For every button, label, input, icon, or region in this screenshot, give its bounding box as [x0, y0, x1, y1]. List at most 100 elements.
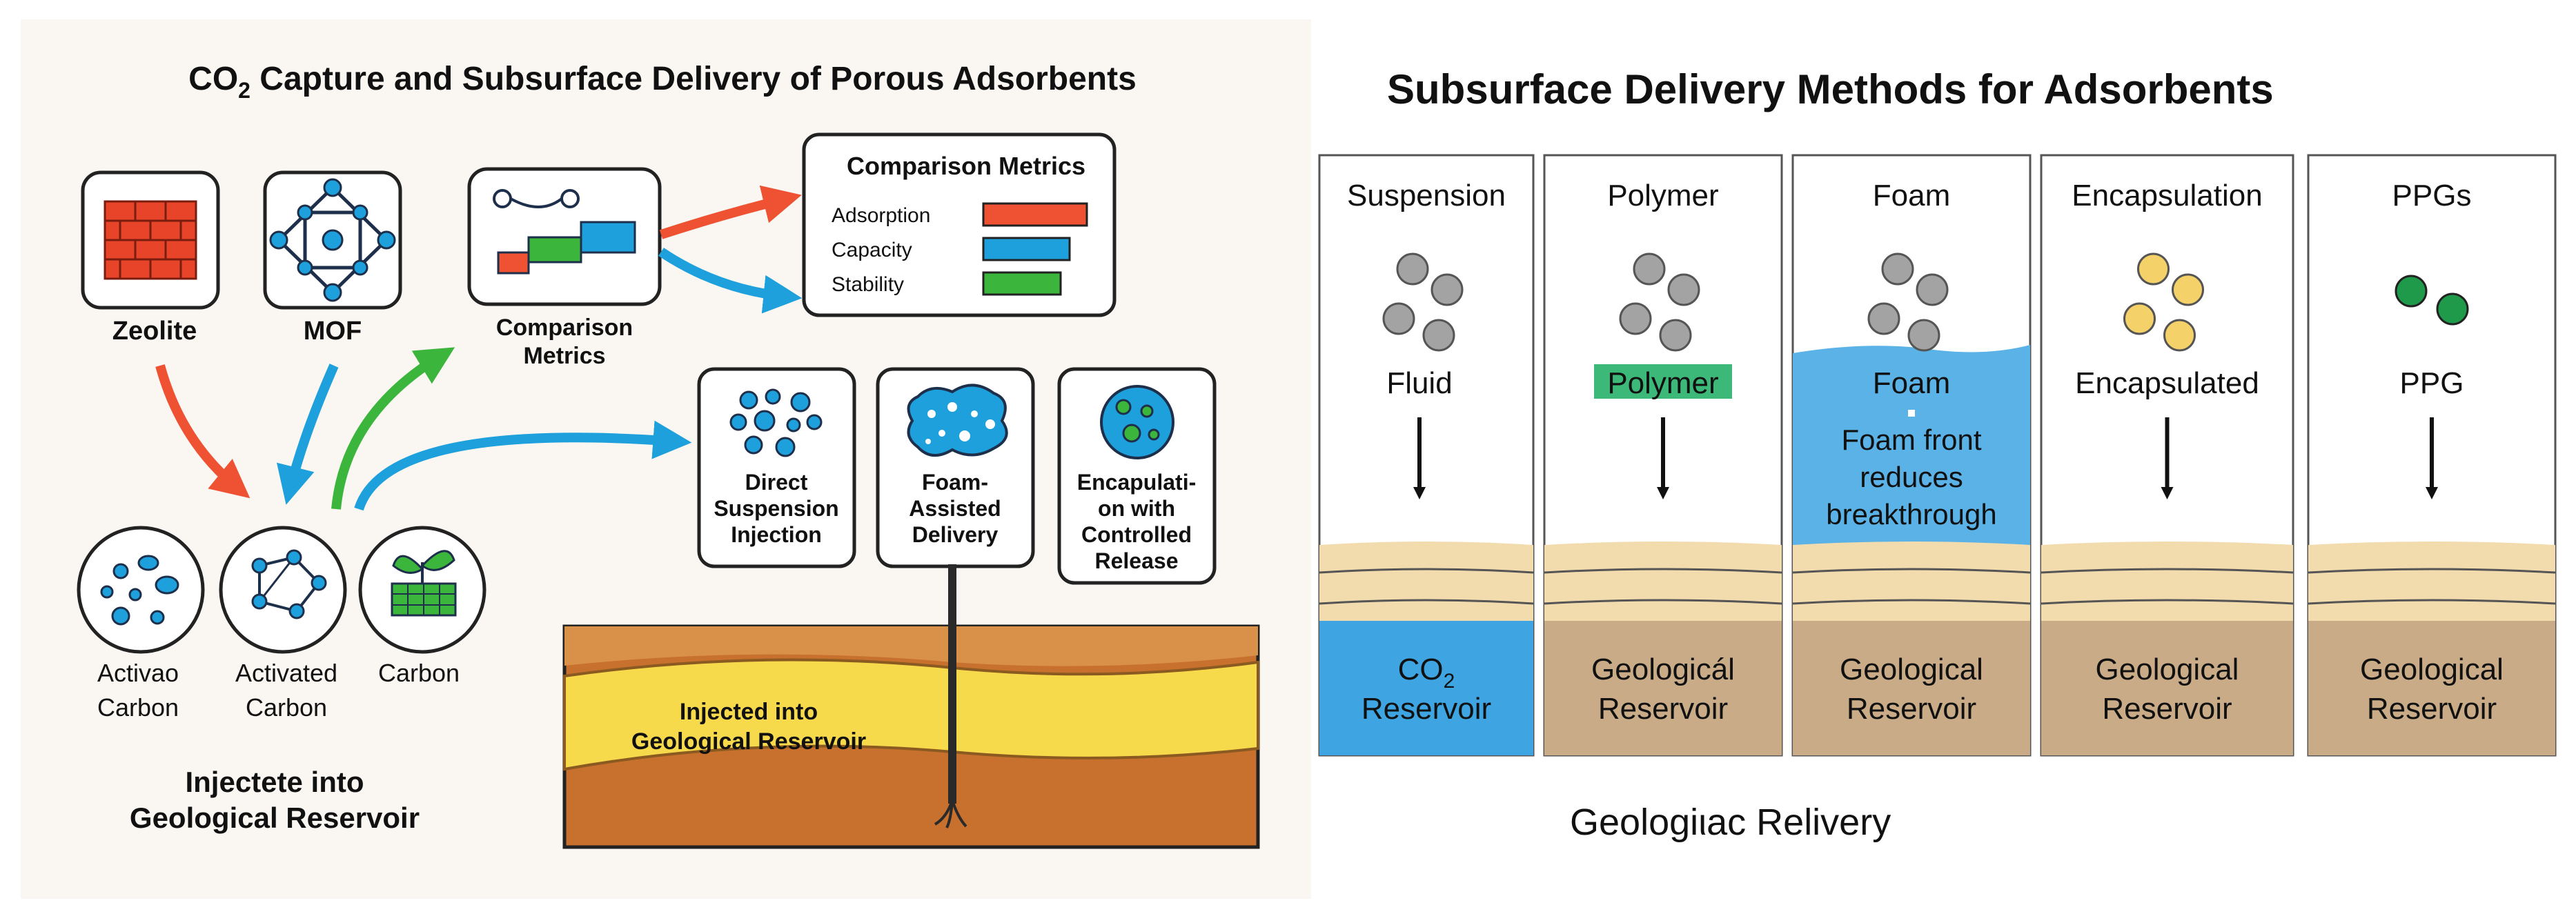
arrow-to-metrics-blue [658, 248, 803, 314]
reservoir-label-ppgs: Geological [2360, 653, 2504, 686]
particle-suspension [1422, 319, 1455, 352]
sand-line-lower [1319, 599, 1534, 605]
column-label-polymer: Polymer [1607, 366, 1718, 400]
sand-line-upper [1319, 568, 1534, 574]
right-panel: Subsurface Delivery Methods for Adsorben… [1315, 19, 2564, 899]
particle-suspension [1382, 302, 1415, 335]
dots-icon [100, 555, 179, 626]
mof-lattice-icon [269, 178, 396, 302]
activated-line2: Carbon [246, 693, 327, 722]
particle-polymer [1659, 319, 1692, 352]
sand-layer-suspension [1319, 542, 1533, 621]
polymer-band [1594, 364, 1732, 399]
sand-layer-foam [1793, 542, 2030, 621]
particle-encapsulation [2172, 273, 2204, 306]
zeolite-label: Zeolite [112, 317, 197, 346]
column-header-foam: Foam [1873, 179, 1950, 212]
arrow-mof-down [276, 364, 339, 505]
suspension-icon [729, 388, 823, 457]
metrics-box: Comparison Metrics Adsorption Capacity S… [802, 132, 1117, 317]
particle-foam [1916, 273, 1949, 306]
method-encap-line4: Release [1095, 548, 1179, 573]
brick-wall-icon [104, 200, 197, 280]
method-direct-suspension: Direct Suspension Injection [697, 367, 856, 568]
method-foam-line2: Assisted [909, 496, 1001, 521]
reservoir-sublabel-foam: Reservoir [1847, 692, 1976, 726]
metric-bar-capacity [982, 237, 1071, 261]
network-icon [251, 549, 327, 619]
activated-carbon-card: Activated Carbon [219, 526, 347, 722]
reservoir-sublabel-suspension: Reservoir [1361, 692, 1491, 726]
sand-line-lower [1544, 599, 1782, 605]
bar-blocks-icon [493, 189, 636, 275]
metrics-box-title: Comparison Metrics [847, 152, 1085, 180]
left-panel: CO2 Capture and Subsurface Delivery of P… [21, 19, 1311, 899]
particle-encapsulation [2123, 302, 2156, 335]
arrow-to-methods [354, 420, 692, 511]
particle-suspension [1430, 273, 1464, 306]
particle-polymer [1667, 273, 1700, 306]
sand-line-lower [1792, 599, 2031, 605]
right-panel-title: Subsurface Delivery Methods for Adsorben… [1387, 66, 2274, 112]
comparison-label-line1: Comparison [496, 315, 633, 341]
column-header-polymer: Polymer [1607, 179, 1718, 212]
metric-bar-adsorption [982, 202, 1088, 227]
metric-label-stability: Stability [832, 273, 904, 296]
sand-line-lower [2041, 599, 2294, 605]
foam-note-line2: reduces [1860, 461, 1963, 493]
metric-label-capacity: Capacity [832, 239, 912, 261]
reservoir-label-suspension: CO2 [1398, 653, 1455, 693]
particle-foam [1881, 252, 1914, 286]
method-encap-line3: Controlled [1081, 522, 1192, 547]
method-encap-line1: Encapulati- [1077, 470, 1196, 495]
left-caption-line2: Geological Reservoir [130, 802, 420, 834]
column-header-ppgs: PPGs [2392, 179, 2472, 212]
method-foam-assisted: Foam- Assisted Delivery [876, 367, 1035, 568]
foam-note-line3: breakthrough [1826, 498, 1997, 530]
particle-polymer [1619, 302, 1652, 335]
reservoir-suspension [1319, 621, 1533, 755]
method-suspension-line2: Suspension [714, 496, 838, 521]
right-panel-caption: Geologiιac Relivery [1570, 802, 1891, 843]
foam-fill [1793, 345, 2030, 545]
sand-layer-ppgs [2308, 542, 2555, 621]
comparison-label-line2: Metrics [523, 343, 605, 369]
method-suspension-line1: Direct [745, 470, 808, 495]
method-encap-line2: on with [1098, 496, 1175, 521]
particle-polymer [1633, 252, 1666, 286]
sand-line-upper [1544, 568, 1782, 574]
reservoir-sublabel-polymer: Reservoir [1598, 692, 1728, 726]
particle-encapsulation [2137, 252, 2170, 286]
particle-foam [1867, 302, 1900, 335]
particle-encapsulation [2163, 319, 2196, 352]
sand-line-upper [1792, 568, 2031, 574]
sand-line-upper [2308, 568, 2556, 574]
activated-line1: Activated [235, 659, 337, 687]
arrow-zeolite-down [155, 364, 250, 499]
metric-bar-stability [982, 271, 1062, 296]
carbon-card: Carbon [358, 526, 486, 687]
sand-line-upper [2041, 568, 2294, 574]
sand-layer-polymer [1544, 542, 1782, 621]
reservoir-polymer [1544, 621, 1782, 755]
reservoir-label-polymer: Geologicál [1591, 653, 1735, 686]
arrow-up-to-comparison [331, 347, 455, 510]
column-label-foam: Foam [1873, 366, 1950, 400]
activao-carbon-card: Activao Carbon [77, 526, 205, 722]
metric-label-adsorption: Adsorption [832, 204, 930, 227]
method-foam-line3: Delivery [912, 522, 999, 547]
carbon-line1: Carbon [378, 659, 460, 687]
particle-ppgs [2395, 275, 2428, 308]
reservoir-foam [1793, 621, 2030, 755]
method-suspension-line3: Injection [731, 522, 822, 547]
foam-marker [1908, 410, 1915, 417]
reservoir-label-encapsulation: Geological [2096, 653, 2239, 686]
sand-layer-encapsulation [2041, 542, 2293, 621]
reservoir-sublabel-ppgs: Reservoir [2367, 692, 2497, 726]
reservoir-encapsulation [2041, 621, 2293, 755]
plant-icon [391, 550, 457, 617]
comparison-metrics-card: Comparison Metrics [467, 167, 662, 369]
reservoir-label-foam: Geological [1840, 653, 1983, 686]
arrow-to-metrics-red [659, 185, 802, 239]
